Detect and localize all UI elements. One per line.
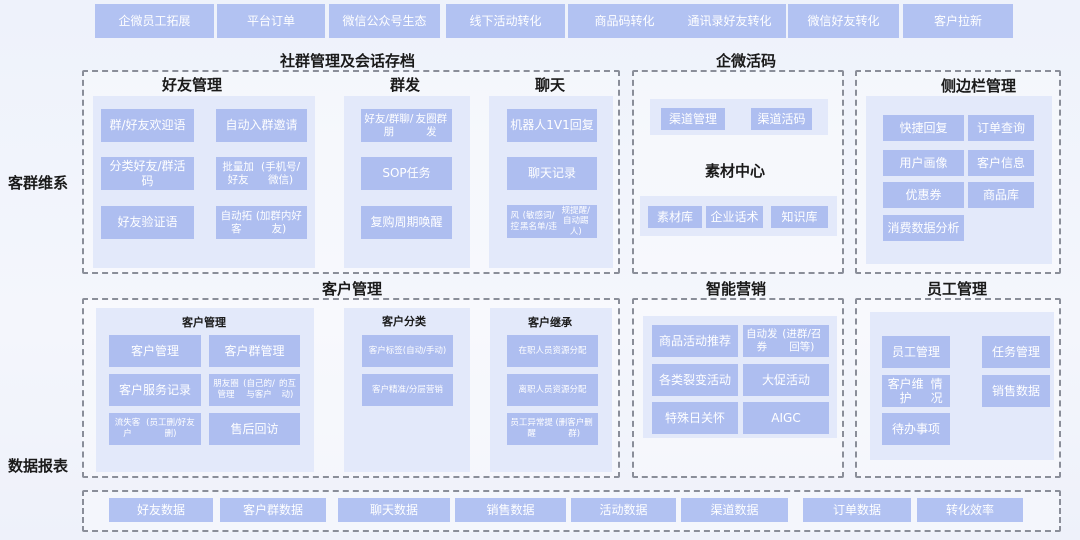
customer-inherit-item-0: 在职人员资源分配: [507, 335, 598, 367]
top-chip-4: 商品码转化: [568, 4, 681, 38]
broadcast-item-0: 好友/群聊/朋友圈群发: [361, 109, 452, 142]
data-chip-7: 转化效率: [917, 498, 1023, 522]
customer-inherit-item-1: 离职人员资源分配: [507, 374, 598, 406]
top-chip-3: 线下活动转化: [446, 4, 565, 38]
top-chip-2: 微信公众号生态: [329, 4, 440, 38]
friend-item-1: 自动入群邀请: [216, 109, 307, 142]
customer-mgmt-item-1: 客户群管理: [209, 335, 300, 367]
marketing-item-2: 各类裂变活动: [652, 364, 738, 396]
data-chip-2: 聊天数据: [338, 498, 450, 522]
customer-class-item-0: 客户标签(自动/手动): [362, 335, 453, 367]
employee-item-2: 客户维护情况: [882, 375, 950, 407]
section-title-community: 社群管理及会话存档: [280, 52, 416, 70]
friend-item-0: 群/好友欢迎语: [101, 109, 194, 142]
section-title-employee-management: 员工管理: [927, 280, 988, 298]
broadcast-title: 群发: [390, 76, 421, 94]
section-title-smart-marketing: 智能营销: [706, 280, 767, 298]
friend-item-4: 好友验证语: [101, 206, 194, 239]
customer-management-subtitle: 客户管理: [182, 316, 226, 329]
qr-item-3: 企业话术: [706, 206, 763, 228]
employee-item-4: 待办事项: [882, 413, 950, 445]
qr-item-0: 渠道管理: [661, 108, 725, 130]
friend-item-2: 分类好友/群活码: [101, 157, 194, 190]
qr-item-2: 素材库: [648, 206, 702, 228]
friend-management-title: 好友管理: [162, 76, 223, 94]
friend-item-3: 批量加好友(手机号/微信): [216, 157, 307, 190]
friend-item-5: 自动拓客(加群内好友): [216, 206, 307, 239]
customer-mgmt-item-5: 售后回访: [209, 413, 300, 445]
top-chip-6: 微信好友转化: [788, 4, 899, 38]
data-chip-5: 渠道数据: [681, 498, 788, 522]
employee-item-0: 员工管理: [882, 336, 950, 368]
marketing-item-0: 商品活动推荐: [652, 325, 738, 357]
marketing-item-4: 特殊日关怀: [652, 402, 738, 434]
side-label-data-reports: 数据报表: [8, 457, 69, 475]
marketing-item-3: 大促活动: [743, 364, 829, 396]
employee-item-3: 销售数据: [982, 375, 1050, 407]
chat-item-0: 机器人1V1回复: [507, 109, 597, 142]
sidebar-item-2: 用户画像: [883, 150, 964, 176]
sidebar-item-3: 客户信息: [968, 150, 1034, 176]
top-chip-1: 平台订单: [217, 4, 325, 38]
sidebar-item-4: 优惠券: [883, 182, 964, 208]
data-chip-0: 好友数据: [109, 498, 213, 522]
sidebar-item-5: 商品库: [968, 182, 1034, 208]
customer-class-item-1: 客户精准/分层营销: [362, 374, 453, 406]
sidebar-management-title: 侧边栏管理: [941, 77, 1017, 95]
data-chip-4: 活动数据: [571, 498, 676, 522]
employee-item-1: 任务管理: [982, 336, 1050, 368]
broadcast-item-1: SOP任务: [361, 157, 452, 190]
section-title-customer-management: 客户管理: [322, 280, 383, 298]
top-chip-0: 企微员工拓展: [95, 4, 214, 38]
top-chip-5: 通讯录好友转化: [673, 4, 786, 38]
customer-mgmt-item-2: 客户服务记录: [109, 374, 201, 406]
chat-item-2: 风控(敏感词/黑名单/违规提醒/自动踢人): [507, 205, 597, 238]
customer-classification-title: 客户分类: [382, 315, 426, 328]
sidebar-item-1: 订单查询: [968, 115, 1034, 141]
sidebar-item-0: 快捷回复: [883, 115, 964, 141]
data-chip-1: 客户群数据: [220, 498, 326, 522]
material-center-title: 素材中心: [705, 162, 766, 180]
customer-inheritance-title: 客户继承: [528, 316, 572, 329]
customer-mgmt-item-4: 流失客户(员工删/好友删): [109, 413, 201, 445]
marketing-item-5: AIGC: [743, 402, 829, 434]
chat-title: 聊天: [535, 76, 566, 94]
data-chip-3: 销售数据: [455, 498, 566, 522]
data-chip-6: 订单数据: [803, 498, 911, 522]
section-title-qr-code: 企微活码: [716, 52, 777, 70]
customer-mgmt-item-3: 朋友圈管理(自己的/与客户的互动): [209, 374, 300, 406]
qr-item-4: 知识库: [771, 206, 828, 228]
customer-inherit-item-2: 员工异常提醒(删客户删群): [507, 413, 598, 445]
top-chip-7: 客户拉新: [903, 4, 1013, 38]
qr-item-1: 渠道活码: [751, 108, 812, 130]
broadcast-item-2: 复购周期唤醒: [361, 206, 452, 239]
side-label-customer-maintenance: 客群维系: [8, 174, 69, 192]
sidebar-item-6: 消费数据分析: [883, 215, 964, 241]
chat-item-1: 聊天记录: [507, 157, 597, 190]
marketing-item-1: 自动发券(进群/召回等): [743, 325, 829, 357]
customer-mgmt-item-0: 客户管理: [109, 335, 201, 367]
